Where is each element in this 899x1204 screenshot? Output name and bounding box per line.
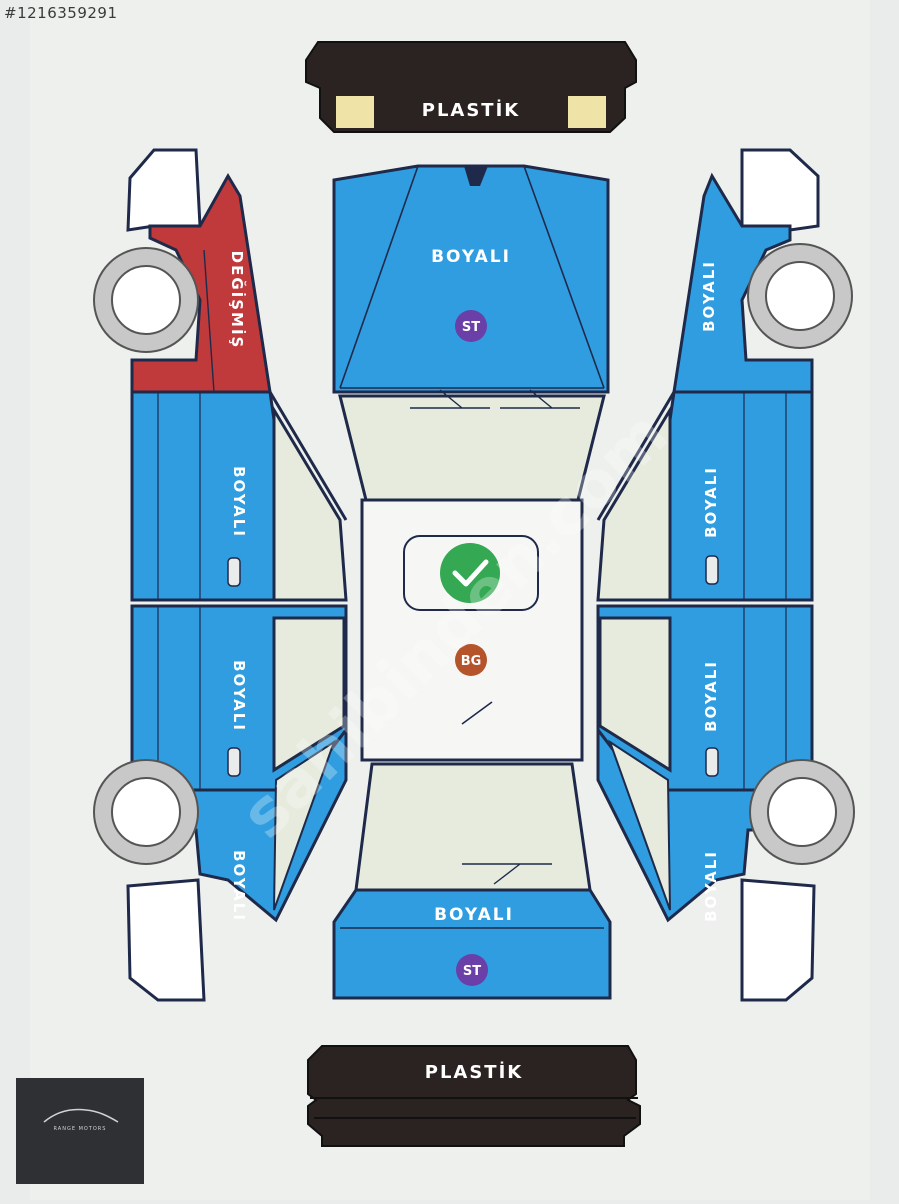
right-rear-door-label: BOYALI: [702, 660, 720, 732]
right-rear-fender-label: BOYALI: [702, 850, 720, 922]
car-silhouette-icon: [43, 1108, 119, 1123]
left-rear-door-label: BOYALI: [230, 660, 248, 732]
trunk-badge-text: ST: [463, 964, 481, 979]
right-front-door-label: BOYALI: [702, 466, 720, 538]
hood-badge-text: ST: [462, 320, 480, 335]
hood-st-badge: [455, 310, 487, 342]
right-side: BOYALI BOYALI BOYALI BOYALI: [596, 148, 855, 1002]
dealer-logo-text: RANGE MOTORS: [53, 1126, 107, 1132]
front-bumper: PLASTİK: [305, 41, 637, 133]
dealer-logo: RANGE MOTORS: [16, 1078, 144, 1184]
trunk: BOYALI ST: [332, 888, 612, 1000]
rear-window: [354, 762, 592, 892]
trunk-label: BOYALI: [434, 905, 514, 925]
right-front-fender-label: BOYALI: [700, 260, 718, 332]
hood: BOYALI ST: [332, 164, 610, 394]
left-front-fender-label: DEĞİŞMİŞ: [228, 251, 247, 350]
front-bumper-label: PLASTİK: [422, 99, 520, 121]
roof-badge-text: BG: [461, 654, 482, 669]
right-front-fender: [672, 172, 814, 394]
rear-bumper: PLASTİK: [307, 1045, 641, 1147]
image-id: #1216359291: [4, 4, 118, 22]
left-front-door-label: BOYALI: [230, 466, 248, 538]
left-side: DEĞİŞMİŞ BOYALI BOYALI BOYALI: [93, 148, 348, 1002]
check-icon: [440, 543, 500, 603]
roof-bg-badge: [455, 644, 487, 676]
hood-label: BOYALI: [431, 247, 511, 267]
left-rear-fender-label: BOYALI: [230, 850, 248, 922]
left-front-fender: [130, 173, 272, 394]
roof: BG: [360, 498, 584, 762]
trunk-st-badge: [456, 954, 488, 986]
rear-bumper-label: PLASTİK: [425, 1061, 523, 1083]
